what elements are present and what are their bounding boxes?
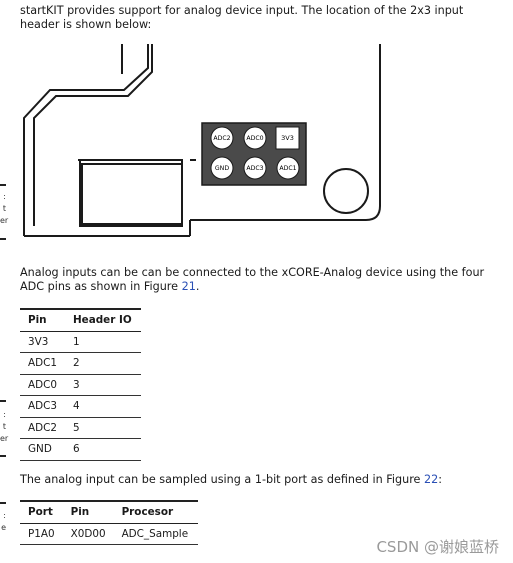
figure-caption-rule bbox=[0, 184, 6, 186]
para2-line-2-post: . bbox=[195, 279, 200, 293]
intro-line-2: header is shown below: bbox=[20, 17, 152, 31]
intro-line-1: startKIT provides support for analog dev… bbox=[20, 4, 464, 17]
col-pin: Pin bbox=[20, 308, 65, 332]
pin-adc2-label: ADC2 bbox=[213, 135, 230, 142]
pin-3v3-label: 3V3 bbox=[281, 134, 294, 142]
table-cell: 4 bbox=[64, 395, 141, 418]
pin-adc3-label: ADC3 bbox=[246, 165, 263, 172]
table-cell: P1A0 bbox=[20, 523, 63, 545]
intro-paragraph: startKIT provides support for analog dev… bbox=[20, 4, 490, 31]
table-cell: 3V3 bbox=[20, 331, 65, 353]
pin-3v3: 3V3 bbox=[275, 126, 300, 150]
table-cell: ADC1 bbox=[20, 352, 65, 375]
table-cell: ADC0 bbox=[20, 374, 65, 396]
pin-gnd: GND bbox=[210, 156, 234, 180]
figure-21-link[interactable]: 21 bbox=[181, 279, 196, 293]
table-cell: X0D00 bbox=[62, 523, 114, 545]
pin-gnd-label: GND bbox=[215, 165, 229, 172]
table2-caption-rule bbox=[0, 502, 6, 504]
push-button bbox=[323, 168, 369, 214]
pin-adc1: ADC1 bbox=[276, 156, 300, 180]
table-cell: ADC_Sample bbox=[113, 523, 198, 545]
pin-adc0-label: ADC0 bbox=[246, 135, 263, 142]
table1-caption-rule-bottom bbox=[0, 455, 6, 457]
table-cell: GND bbox=[20, 438, 65, 461]
table-cell: 1 bbox=[64, 331, 141, 353]
table-cell: 6 bbox=[64, 438, 141, 461]
table-cell: 5 bbox=[64, 417, 141, 439]
table2-caption-fragment: : e bbox=[1, 511, 6, 532]
para2-line-1: Analog inputs can be can be connected to… bbox=[20, 266, 485, 279]
col-processor: Procesor bbox=[113, 500, 198, 524]
para2-line-2-pre: ADC pins as shown in Figure bbox=[20, 279, 182, 293]
table-cell: ADC3 bbox=[20, 395, 65, 418]
pin-adc3: ADC3 bbox=[243, 156, 267, 180]
figure-22-link[interactable]: 22 bbox=[424, 473, 439, 486]
table-cell: 2 bbox=[64, 352, 141, 375]
board-diagram: ADC2 ADC0 3V3 GND ADC3 ADC1 bbox=[23, 44, 381, 237]
figure-caption-rule-bottom bbox=[0, 238, 6, 240]
table-cell: ADC2 bbox=[20, 417, 65, 439]
pin-adc1-label: ADC1 bbox=[279, 165, 296, 172]
table1-caption-rule bbox=[0, 400, 6, 402]
pin-adc0: ADC0 bbox=[243, 126, 267, 150]
col-pin: Pin bbox=[62, 500, 114, 524]
csdn-watermark: CSDN @谢娘蓝桥 bbox=[376, 538, 499, 556]
board-outline bbox=[23, 44, 149, 236]
table-cell: 3 bbox=[64, 374, 141, 396]
sampling-paragraph: The analog input can be sampled using a … bbox=[20, 473, 490, 487]
para3-pre: The analog input can be sampled using a … bbox=[20, 473, 424, 486]
figure-caption-fragment: : t er bbox=[0, 192, 9, 225]
col-header-io: Header IO bbox=[64, 308, 141, 332]
table1-caption-fragment: : t er bbox=[0, 410, 9, 443]
connector-block bbox=[81, 163, 183, 225]
para3-post: : bbox=[438, 473, 443, 486]
analog-inputs-paragraph: Analog inputs can be can be connected to… bbox=[20, 266, 490, 293]
pin-adc2: ADC2 bbox=[210, 126, 234, 150]
col-port: Port bbox=[20, 500, 63, 524]
board-edge-right bbox=[190, 44, 381, 221]
